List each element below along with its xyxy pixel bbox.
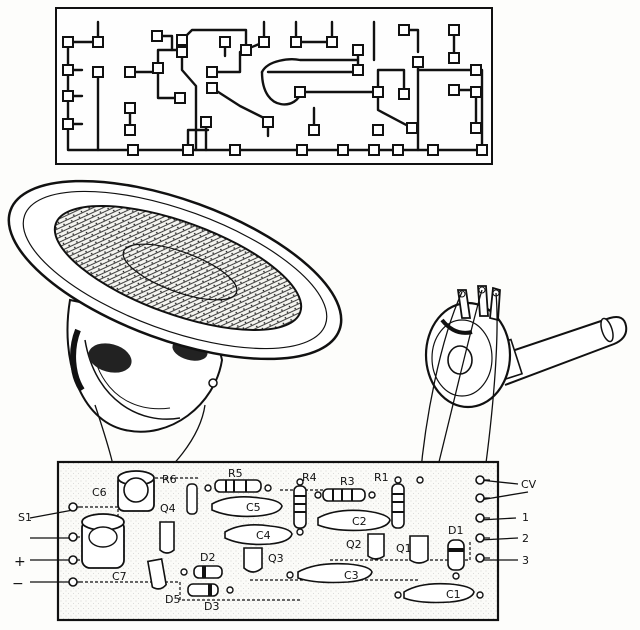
r3-resistor: [322, 488, 366, 502]
c6-capacitor: [117, 470, 155, 512]
speaker-cone: [53, 204, 303, 332]
label-q4: Q4: [160, 502, 176, 515]
c2-capacitor: [317, 509, 391, 532]
pcb-pads: [62, 24, 488, 156]
label-1: 1: [522, 511, 529, 524]
external-leads: [29, 479, 529, 583]
pcb-layout: [55, 7, 493, 165]
label-s1: S1: [18, 511, 32, 524]
label-q3: Q3: [268, 552, 284, 565]
label-r5: R5: [228, 467, 243, 480]
label-q2: Q2: [346, 538, 362, 551]
pcb-outline: [55, 7, 493, 165]
label-3: 3: [522, 554, 529, 567]
c7-capacitor: [81, 513, 125, 569]
d5-diode: [146, 558, 168, 590]
label-c7: C7: [112, 570, 127, 583]
labels: S1 + − CV 1 2 3 C6 C7 R6 R5 C5 R4 R3 R1 …: [12, 467, 537, 613]
label-plus: +: [14, 554, 26, 570]
label-r4: R4: [302, 471, 317, 484]
c1-capacitor: [403, 582, 475, 604]
potentiometer: [419, 285, 628, 523]
label-d3: D3: [204, 600, 219, 613]
label-c1: C1: [446, 588, 461, 601]
label-2: 2: [522, 532, 529, 545]
d1-diode: [447, 539, 465, 571]
q2-transistor: [367, 533, 385, 560]
q3-transistor: [243, 547, 263, 573]
component-board: [29, 460, 529, 622]
r5-resistor: [214, 479, 262, 493]
label-r1: R1: [374, 471, 389, 484]
label-c5: C5: [246, 501, 261, 514]
label-r6: R6: [162, 473, 177, 486]
label-d2: D2: [200, 551, 215, 564]
q1-transistor: [409, 535, 429, 564]
c3-capacitor: [297, 562, 373, 584]
r6-resistor: [186, 483, 198, 515]
q4-transistor: [159, 521, 175, 554]
label-d1: D1: [448, 524, 463, 537]
d3-diode: [187, 583, 219, 597]
r1-resistor: [391, 483, 405, 529]
label-d5: D5: [165, 593, 180, 606]
d2-diode: [193, 565, 223, 579]
label-r3: R3: [340, 475, 355, 488]
label-minus: −: [12, 576, 24, 592]
pot-wire-c: [483, 292, 498, 479]
r4-resistor: [293, 485, 307, 529]
label-c2: C2: [352, 515, 367, 528]
label-c4: C4: [256, 529, 271, 542]
label-c3: C3: [344, 569, 359, 582]
loudspeaker: [7, 179, 343, 493]
c5-capacitor: [211, 496, 283, 518]
label-c6: C6: [92, 486, 107, 499]
pot-shaft: [499, 316, 628, 386]
label-cv: CV: [521, 478, 537, 491]
pot-wire-a: [419, 291, 463, 481]
label-q1: Q1: [396, 542, 412, 555]
c4-capacitor: [224, 524, 293, 546]
